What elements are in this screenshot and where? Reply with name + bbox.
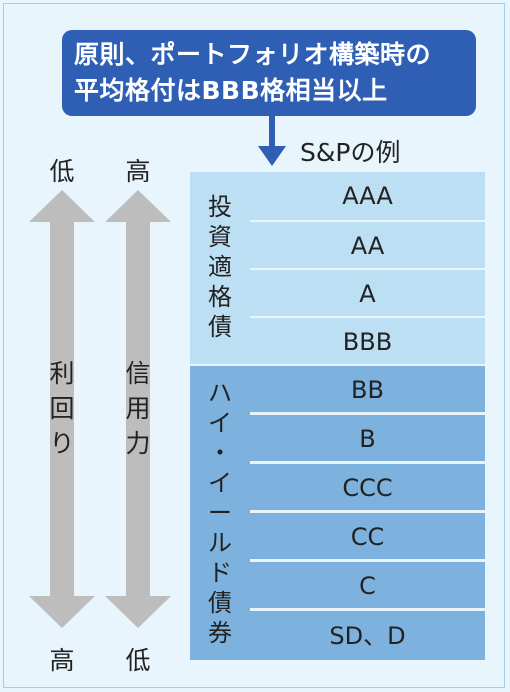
group-label-char: 適 <box>208 253 232 281</box>
rating-row-cc: CC <box>250 511 485 559</box>
pointer-arrow-head-icon <box>258 146 286 166</box>
investment-grade-group: 投 資 適 格 債 <box>190 172 250 364</box>
rating-row-aa: AA <box>250 220 485 268</box>
group-label-char: ・ <box>208 439 232 467</box>
rating-row-ccc: CCC <box>250 462 485 510</box>
yield-label-char: 利 <box>49 359 75 388</box>
credit-arrow-icon <box>105 190 171 628</box>
rating-row-bb: BB <box>250 364 485 412</box>
group-label-char: ル <box>208 529 232 557</box>
rating-row-bbb: BBB <box>250 316 485 364</box>
group-label-char: 投 <box>208 193 232 221</box>
credit-label-char: 力 <box>125 429 151 458</box>
yield-double-arrow <box>29 190 95 628</box>
sp-example-label: S&Pの例 <box>300 138 401 167</box>
rating-row-a: A <box>250 268 485 316</box>
pointer-arrow-shaft <box>269 116 275 148</box>
yield-label-char: 回 <box>49 394 75 423</box>
credit-bottom-label: 低 <box>125 646 151 675</box>
rating-row-aaa: AAA <box>250 172 485 220</box>
credit-label: 信 用 力 <box>120 356 156 461</box>
group-label-char: 格 <box>208 283 232 311</box>
credit-label-char: 用 <box>125 394 151 423</box>
yield-arrow-icon <box>29 190 95 628</box>
group-label-char: 債 <box>208 589 232 617</box>
investment-grade-label: 投 資 適 格 債 <box>190 192 250 342</box>
callout-line-2: 平均格付はBBB格相当以上 <box>74 76 388 105</box>
rating-row-sd-d: SD、D <box>250 609 485 660</box>
group-label-char: ハ <box>208 379 232 407</box>
yield-label: 利 回 り <box>44 356 80 461</box>
high-yield-group: ハ イ ・ イ ー ル ド 債 券 <box>190 366 250 660</box>
callout-line-1: 原則、ポートフォリオ構築時の <box>74 40 432 69</box>
group-label-char: イ <box>208 409 232 437</box>
yield-label-char: り <box>49 429 75 458</box>
group-label-char: 券 <box>208 619 232 647</box>
rating-row-c: C <box>250 560 485 608</box>
group-label-char: 債 <box>208 313 232 341</box>
credit-double-arrow <box>105 190 171 628</box>
high-yield-label: ハ イ ・ イ ー ル ド 債 券 <box>190 378 250 648</box>
yield-bottom-label: 高 <box>49 646 75 675</box>
credit-label-char: 信 <box>125 359 151 388</box>
policy-callout: 原則、ポートフォリオ構築時の 平均格付はBBB格相当以上 <box>62 30 476 116</box>
rating-row-b: B <box>250 413 485 461</box>
group-label-char: ド <box>208 559 232 587</box>
credit-top-label: 高 <box>125 157 151 186</box>
yield-top-label: 低 <box>49 157 75 186</box>
group-label-char: 資 <box>208 223 232 251</box>
group-label-char: ー <box>208 499 232 527</box>
group-label-char: イ <box>208 469 232 497</box>
